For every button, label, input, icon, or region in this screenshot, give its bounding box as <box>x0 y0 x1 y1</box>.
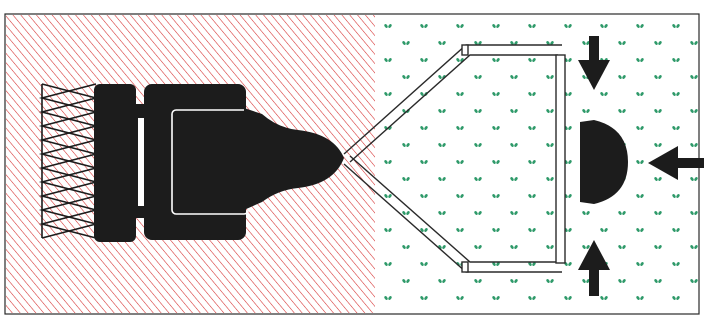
arrow-up-icon <box>578 240 610 296</box>
dotted-panel <box>375 15 698 313</box>
tripod-gripper-icon <box>38 83 344 242</box>
arrow-down-icon <box>578 36 610 90</box>
gripper-nose <box>244 108 344 210</box>
gripper-main-housing <box>144 84 246 240</box>
gripper-rear-body <box>94 84 136 242</box>
gripper-connector-gap <box>138 118 144 206</box>
tripod-frame <box>343 44 566 273</box>
half-dome-object-icon <box>580 120 628 204</box>
arrow-left-icon <box>648 146 704 180</box>
spring-coil <box>38 83 100 239</box>
